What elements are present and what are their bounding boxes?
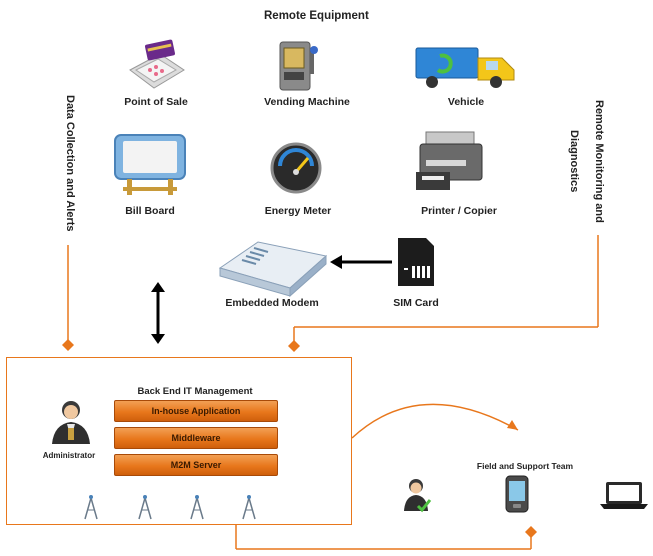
energy-meter-icon <box>270 142 322 194</box>
laptop-icon <box>600 482 648 509</box>
right-side-label-line2: Diagnostics <box>568 130 580 193</box>
billboard-label: Bill Board <box>125 205 175 217</box>
antenna-tower-icon <box>84 495 98 520</box>
curved-arrow-head <box>507 420 518 430</box>
field-support-team-label: Field and Support Team <box>476 461 574 471</box>
double-arrow-down <box>151 334 165 344</box>
pos-label: Point of Sale <box>124 96 188 108</box>
mobile-device-icon <box>505 475 529 513</box>
modem-icon <box>218 241 328 298</box>
administrator-label: Administrator <box>42 451 96 460</box>
energy-meter-label: Energy Meter <box>264 205 332 217</box>
sim-to-modem-arrow <box>330 255 342 269</box>
antenna-tower-icon <box>138 495 152 520</box>
vehicle-label: Vehicle <box>447 96 485 108</box>
support-person-icon <box>404 479 432 513</box>
left-side-label: Data Collection and Alerts <box>64 95 76 232</box>
administrator-avatar-icon <box>52 401 90 444</box>
right-side-label-line1: Remote Monitoring and <box>593 100 605 223</box>
printer-label: Printer / Copier <box>421 205 497 217</box>
left-connector-diamond <box>62 339 74 351</box>
middleware-layer: Middleware <box>114 427 278 449</box>
bottom-connector-diamond <box>525 526 537 538</box>
antenna-tower-icon <box>190 495 204 520</box>
right-connector-diamond <box>288 340 300 352</box>
m2m-server-layer: M2M Server <box>114 454 278 476</box>
sim-card-label: SIM Card <box>393 297 439 309</box>
in-house-application-layer: In-house Application <box>114 400 278 422</box>
truck-icon <box>415 47 515 88</box>
diagram-title: Remote Equipment <box>264 10 369 22</box>
double-arrow-up <box>151 282 165 292</box>
printer-icon <box>416 131 483 190</box>
pos-terminal-icon <box>129 39 185 89</box>
vending-machine-icon <box>279 41 318 91</box>
billboard-icon <box>114 134 186 195</box>
antenna-tower-icon <box>242 495 256 520</box>
modem-label: Embedded Modem <box>225 297 319 309</box>
vending-machine-label: Vending Machine <box>264 96 350 108</box>
backend-title: Back End IT Management <box>137 386 253 397</box>
sim-card-icon <box>398 238 434 286</box>
